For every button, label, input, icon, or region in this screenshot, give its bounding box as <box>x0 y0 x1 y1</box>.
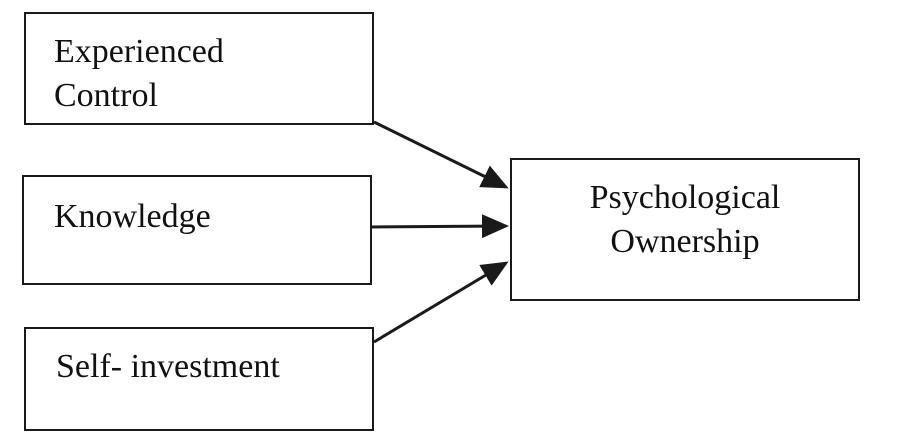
node-knowledge: Knowledge <box>22 175 372 285</box>
node-label-self-investment: Self- investment <box>56 348 280 385</box>
node-label-psychological-ownership: Psychological Ownership <box>589 179 781 260</box>
edge-self-investment-to-psychological-ownership <box>373 261 509 344</box>
node-psychological-ownership: Psychological Ownership <box>510 158 860 301</box>
edge-knowledge-to-psychological-ownership <box>371 214 509 239</box>
node-label-knowledge: Knowledge <box>54 198 211 235</box>
node-self-investment: Self- investment <box>24 327 374 431</box>
edge-experienced-control-to-psychological-ownership <box>373 120 509 189</box>
node-label-experienced-control: Experienced Control <box>54 33 224 114</box>
node-experienced-control: Experienced Control <box>24 12 374 125</box>
